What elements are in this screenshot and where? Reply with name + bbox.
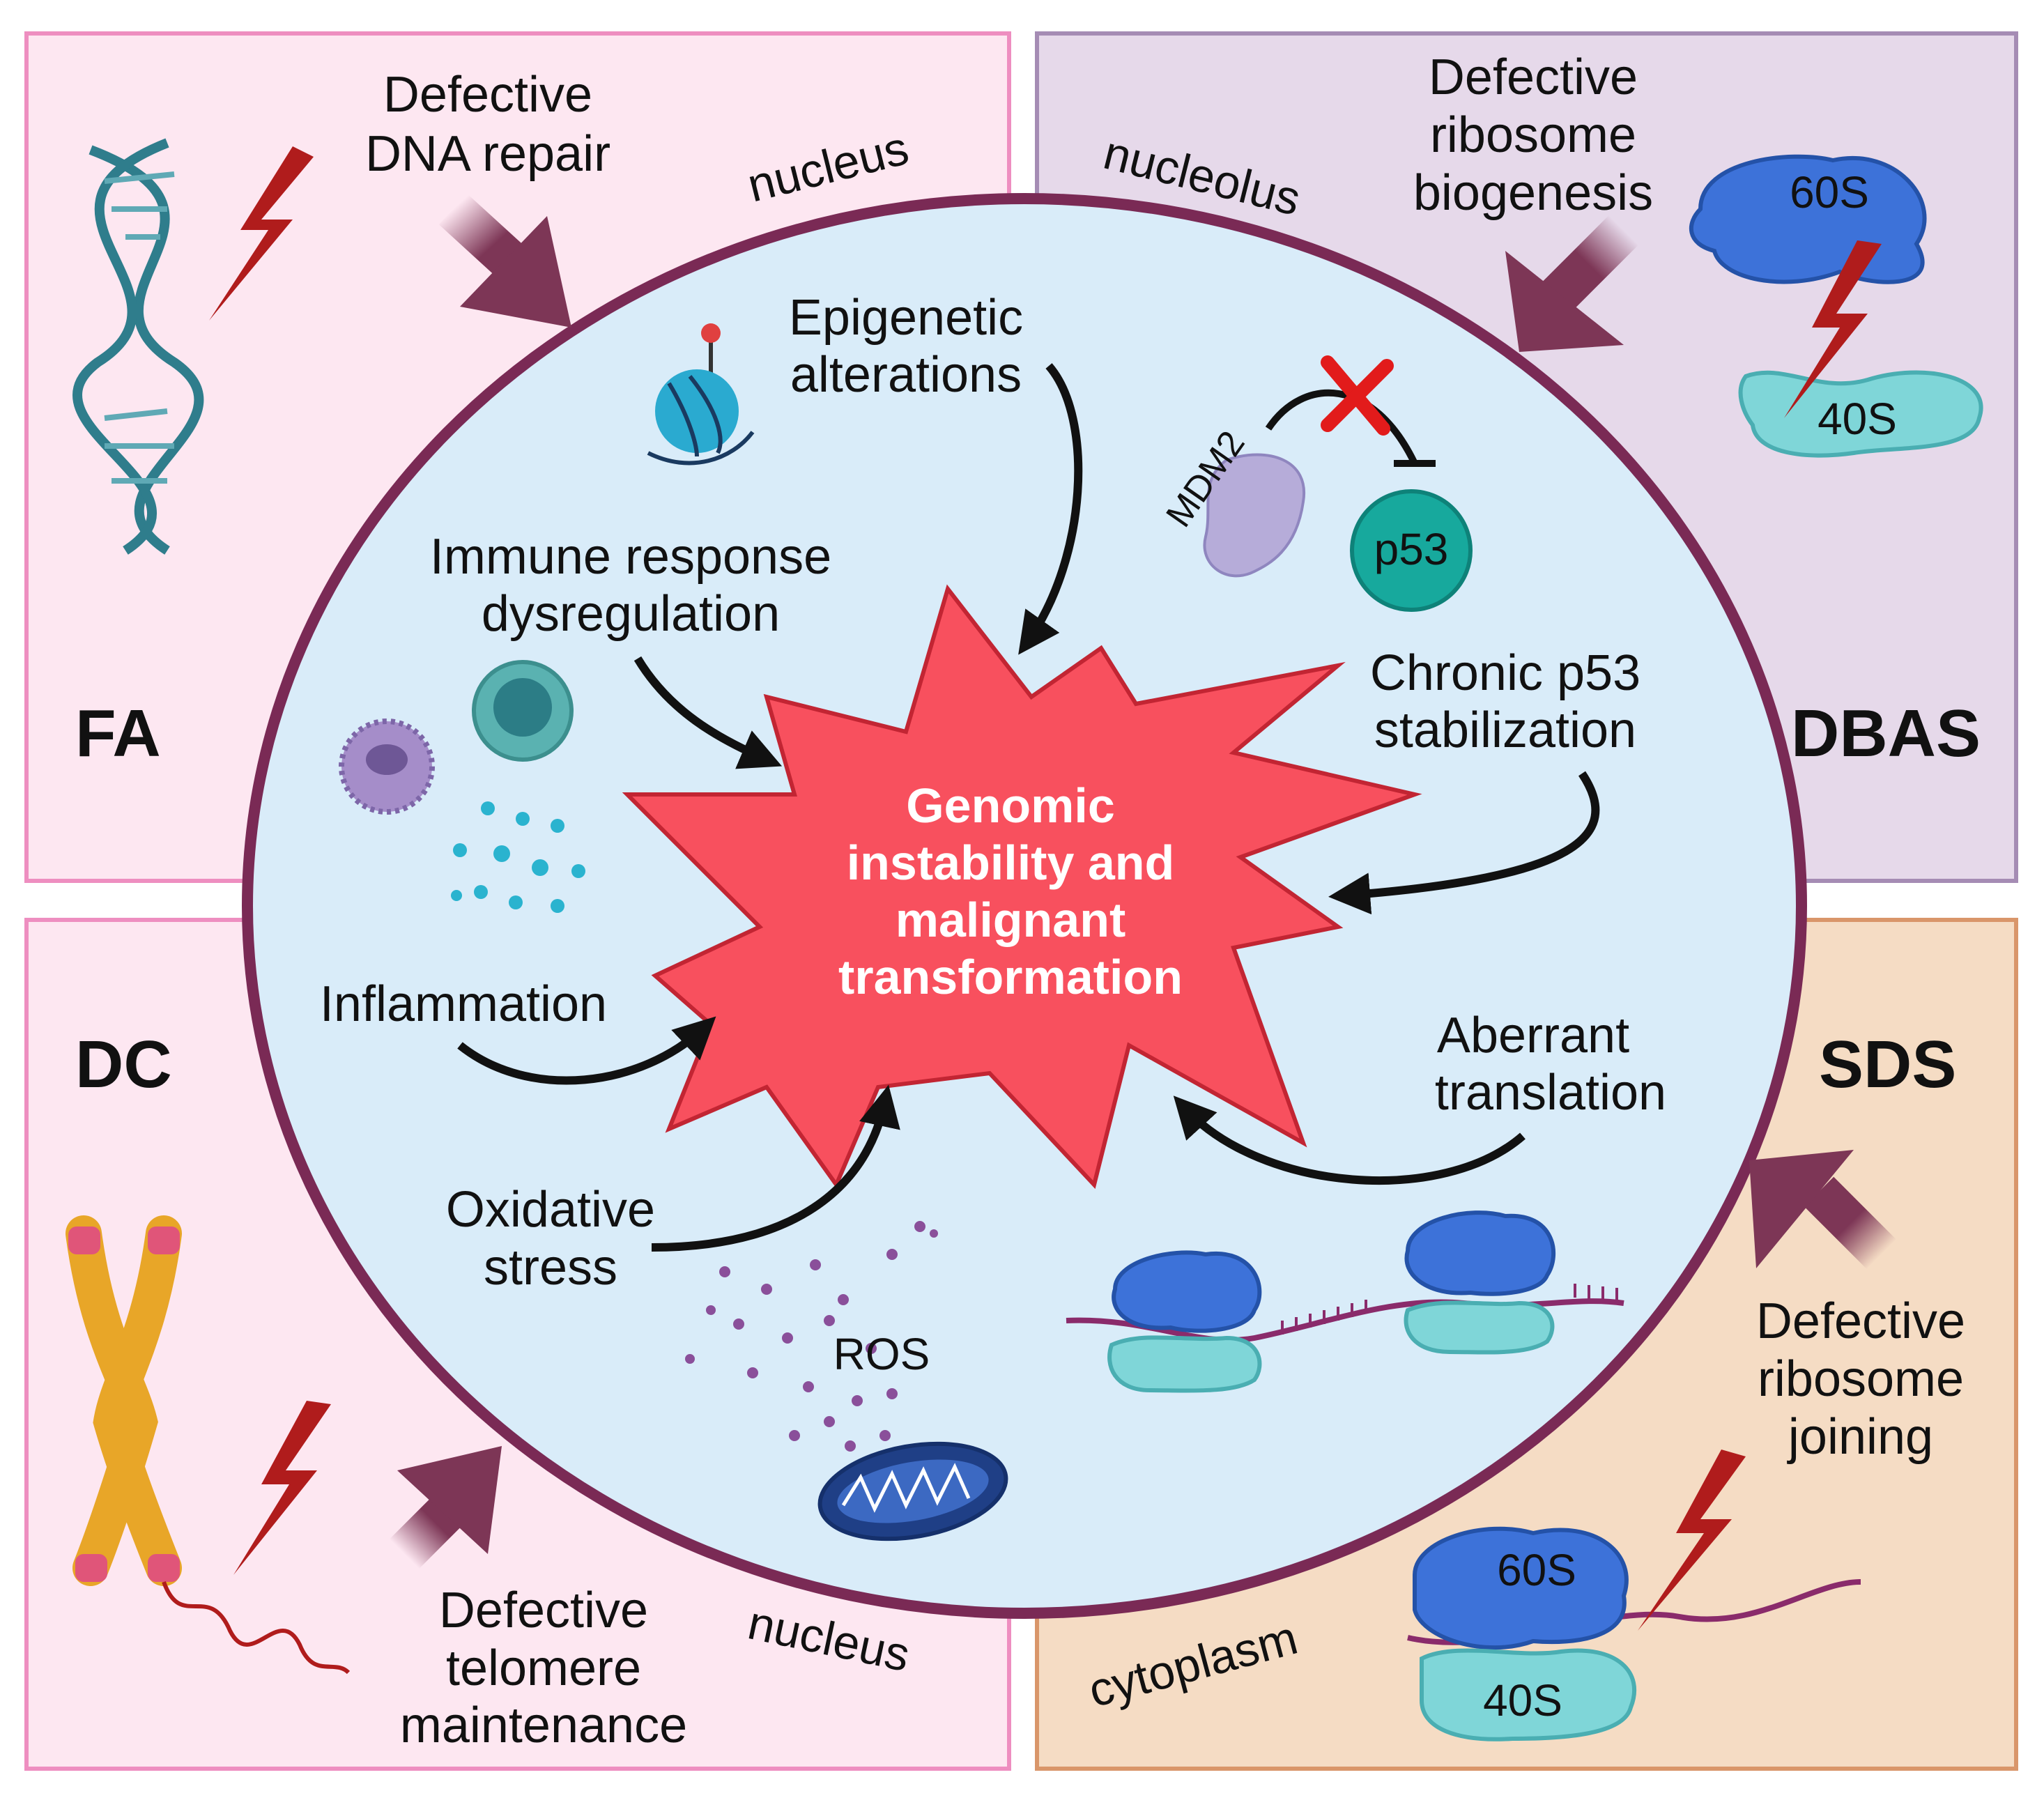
arrow-inflammation: [457, 1016, 716, 1085]
center-title-line-1: Genomic: [906, 778, 1115, 833]
epigenetic-line-1: Epigenetic: [789, 290, 1023, 346]
p53-line-2: stabilization: [1374, 702, 1636, 758]
fa-defect-arrow: [438, 193, 571, 328]
immune-line-2: dysregulation: [482, 586, 780, 642]
ros-label: ROS: [833, 1329, 930, 1379]
translation-line-2: translation: [1435, 1065, 1666, 1121]
dbas-defect-line-2: ribosome: [1430, 107, 1636, 163]
dc-lightning-icon: [233, 1401, 331, 1575]
arrow-p53: [1328, 771, 1600, 915]
arrow-translation: [1173, 1095, 1526, 1185]
epigenetic-line-2: alterations: [790, 347, 1022, 403]
sds-defect-arrow: [1749, 1150, 1897, 1270]
translation-ribosome-2-small-icon: [1404, 1300, 1555, 1355]
sds-lightning-icon: [1638, 1450, 1746, 1631]
translation-ribosome-1-small-icon: [1107, 1335, 1262, 1393]
translation-ribosome-2-large-icon: [1404, 1210, 1556, 1296]
sds-60s-label: 60S: [1497, 1545, 1576, 1595]
label-fa: FA: [75, 696, 161, 771]
lymphocyte-nucleus-icon: [493, 678, 552, 737]
red-x-icon: [1321, 355, 1394, 436]
center-title-line-2: instability and: [847, 836, 1175, 890]
dbas-defect-line-3: biogenesis: [1413, 165, 1653, 221]
dbas-40s-label: 40S: [1818, 394, 1897, 444]
dc-defect-arrow: [389, 1446, 502, 1569]
sds-defect-line-1: Defective: [1756, 1293, 1965, 1349]
translation-ribosome-1-large-icon: [1112, 1250, 1262, 1333]
fa-lightning-icon: [209, 146, 314, 321]
arrow-epigenetic: [1018, 363, 1083, 655]
nucleosome-icon: [647, 323, 755, 466]
p53-protein-icon: [1350, 489, 1473, 612]
dbas-defect-line-1: Defective: [1429, 49, 1638, 105]
sds-40s-icon: [1420, 1648, 1636, 1741]
mdm2-inhibition-line: [1265, 389, 1418, 466]
arrow-immune: [633, 656, 783, 769]
oxidative-line-1: Oxidative: [446, 1182, 655, 1238]
sds-60s-icon: [1413, 1526, 1629, 1650]
fa-defect-line-1: Defective: [383, 67, 592, 123]
mrna-codons-icon: [1281, 1284, 1618, 1335]
oxidative-line-2: stress: [484, 1240, 617, 1295]
immune-line-1: Immune response: [430, 529, 831, 585]
label-dbas: DBAS: [1791, 696, 1981, 771]
p53-line-1: Chronic p53: [1370, 645, 1640, 701]
ros-dots-icon: [685, 1221, 938, 1452]
macrophage-nucleus-icon: [366, 744, 408, 775]
sds-40s-label: 40S: [1483, 1675, 1562, 1725]
translation-line-1: Aberrant: [1437, 1008, 1629, 1063]
fa-defect-line-2: DNA repair: [365, 126, 610, 182]
center-title-line-3: malignant: [896, 893, 1126, 947]
cytokine-dots-icon: [451, 801, 585, 913]
dna-helix-icon: [72, 138, 204, 555]
p53-protein-label: p53: [1374, 524, 1449, 574]
mitochondrion-icon: [817, 1441, 1008, 1541]
dbas-60s-label: 60S: [1790, 167, 1869, 217]
label-dc: DC: [75, 1027, 172, 1102]
dbas-defect-arrow: [1505, 215, 1639, 352]
dc-defect-line-1: Defective: [439, 1583, 648, 1638]
dbas-lightning-icon: [1784, 240, 1882, 418]
label-sds: SDS: [1819, 1027, 1956, 1102]
dc-defect-line-2: telomere: [446, 1640, 641, 1696]
inflammation-label: Inflammation: [320, 976, 607, 1032]
chromosome-icon: [66, 1215, 351, 1675]
center-title-line-4: transformation: [838, 950, 1183, 1004]
sds-defect-line-3: joining: [1787, 1409, 1933, 1465]
mdm2-icon: [1203, 453, 1306, 578]
central-star: [622, 584, 1422, 1190]
arrow-oxidative: [651, 1084, 900, 1252]
sds-defect-line-2: ribosome: [1758, 1351, 1964, 1407]
dc-defect-line-3: maintenance: [400, 1698, 687, 1753]
